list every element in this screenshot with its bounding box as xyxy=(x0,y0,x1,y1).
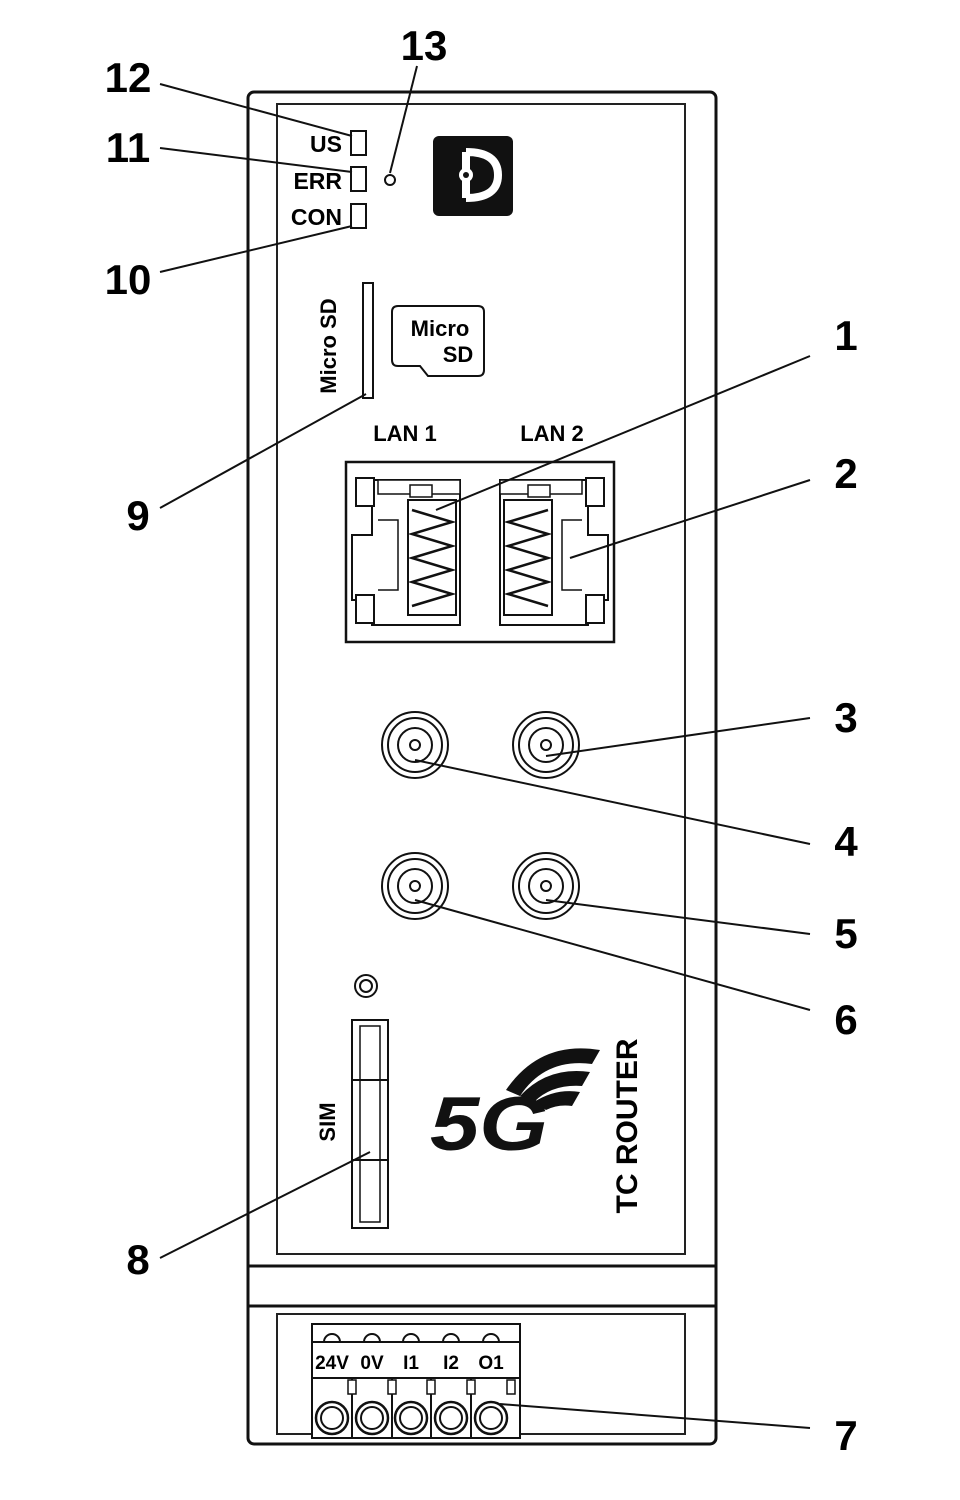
antenna-connector-br xyxy=(512,852,580,920)
antenna-connector-tr xyxy=(512,711,580,779)
microsd-badge-line2: SD xyxy=(443,342,474,367)
sim-eject-hole-inner xyxy=(359,979,373,993)
lan2-label: LAN 2 xyxy=(520,421,584,446)
callout-3: 3 xyxy=(834,694,857,741)
led-err xyxy=(350,166,367,192)
lan2-port xyxy=(499,477,609,626)
callout-4: 4 xyxy=(834,818,858,865)
5g-logo-text: 5G xyxy=(430,1082,548,1167)
callout-6: 6 xyxy=(834,996,857,1043)
microsd-slot-label: Micro SD xyxy=(316,298,341,393)
callout-10: 10 xyxy=(105,256,152,303)
callout-2: 2 xyxy=(834,450,857,497)
callout-11: 11 xyxy=(106,124,150,171)
microsd-slot xyxy=(362,282,374,399)
callout-13: 13 xyxy=(401,22,448,69)
terminal-label: I2 xyxy=(443,1353,459,1374)
led-us-label: US xyxy=(310,131,342,157)
lan1-label: LAN 1 xyxy=(373,421,437,446)
sim-label: SIM xyxy=(315,1102,340,1141)
callout-leaders xyxy=(159,65,811,1429)
callout-7: 7 xyxy=(834,1412,857,1459)
terminal-label: 0V xyxy=(360,1353,384,1374)
callout-9: 9 xyxy=(126,492,149,539)
device-housing xyxy=(246,90,718,1446)
terminal-label: I1 xyxy=(403,1353,419,1374)
callout-5: 5 xyxy=(834,910,857,957)
terminal-block xyxy=(311,1323,521,1439)
callout-12: 12 xyxy=(105,54,152,101)
phoenix-contact-logo-icon xyxy=(433,136,513,216)
front-panel xyxy=(276,103,686,1255)
antenna-connector-bl xyxy=(381,852,449,920)
led-con-label: CON xyxy=(291,204,342,230)
product-label: TC ROUTER xyxy=(611,1038,644,1213)
reset-button-hole xyxy=(384,174,396,186)
sim-eject-hole xyxy=(354,974,378,998)
sim-slot xyxy=(351,1019,389,1229)
led-con xyxy=(350,203,367,229)
led-us xyxy=(350,130,367,156)
microsd-badge-line1: Micro xyxy=(411,316,470,341)
led-err-label: ERR xyxy=(293,168,342,194)
microsd-card-icon xyxy=(391,305,485,377)
callout-8: 8 xyxy=(126,1236,149,1283)
terminal-label: O1 xyxy=(478,1353,504,1374)
terminal-label: 24V xyxy=(315,1353,349,1374)
antenna-connector-tl xyxy=(381,711,449,779)
lan1-port xyxy=(351,477,461,626)
5g-signal-waves-icon xyxy=(506,1048,600,1110)
callout-1: 1 xyxy=(834,312,857,359)
